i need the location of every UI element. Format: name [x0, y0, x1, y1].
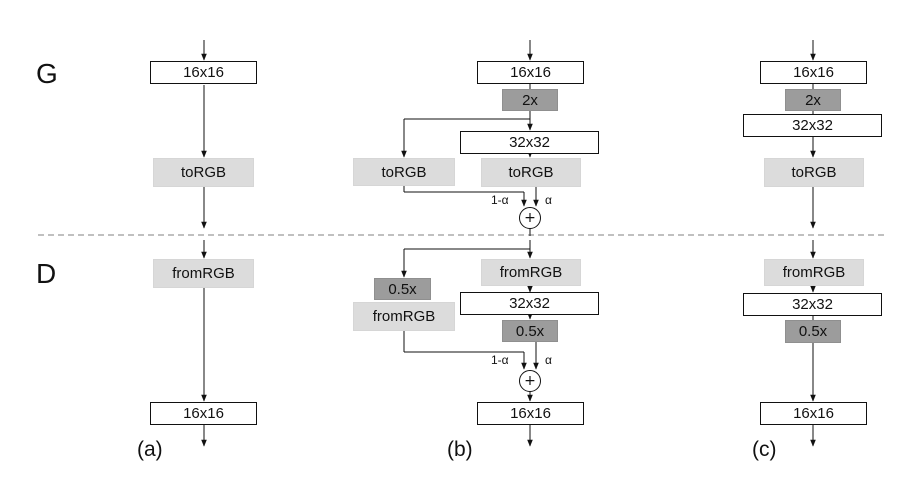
c-d-fromrgb-block: fromRGB	[764, 259, 864, 286]
a-d-16x16-block: 16x16	[150, 402, 257, 425]
b-d-fromrgb-new-block: fromRGB	[481, 259, 581, 286]
a-g-torgb-block: toRGB	[153, 158, 254, 187]
b-g-2x-upsample-block: 2x	[502, 89, 558, 111]
c-g-16x16-block: 16x16	[760, 61, 867, 84]
b-g-new-weight-label: α	[545, 193, 552, 207]
c-g-32x32-block: 32x32	[743, 114, 882, 137]
panel-b-label: (b)	[447, 438, 473, 461]
b-d-16x16-block: 16x16	[477, 402, 584, 425]
b-g-16x16-block: 16x16	[477, 61, 584, 84]
b-d-old-weight-label: 1-α	[491, 353, 509, 367]
c-g-torgb-block: toRGB	[764, 158, 864, 187]
b-d-new-weight-label: α	[545, 353, 552, 367]
b-g-32x32-block: 32x32	[460, 131, 599, 154]
b-g-torgb-new-block: toRGB	[481, 158, 581, 187]
a-g-16x16-block: 16x16	[150, 61, 257, 84]
discriminator-label: D	[36, 258, 57, 289]
b-d-0.5x-old-downsample-block: 0.5x	[374, 278, 431, 300]
panel-c-label: (c)	[752, 438, 777, 461]
b-g-torgb-old-block: toRGB	[353, 158, 455, 186]
b-d-fromrgb-old-block: fromRGB	[353, 302, 455, 331]
c-d-0.5x-downsample-block: 0.5x	[785, 320, 841, 343]
b-d-0.5x-new-downsample-block: 0.5x	[502, 320, 558, 342]
a-d-fromrgb-block: fromRGB	[153, 259, 254, 288]
c-g-2x-upsample-block: 2x	[785, 89, 841, 111]
b-g-sum-node: +	[519, 207, 541, 229]
generator-label: G	[36, 58, 58, 89]
b-d-32x32-block: 32x32	[460, 292, 599, 315]
c-d-32x32-block: 32x32	[743, 293, 882, 316]
b-d-sum-node: +	[519, 370, 541, 392]
c-d-16x16-block: 16x16	[760, 402, 867, 425]
b-g-old-weight-label: 1-α	[491, 193, 509, 207]
panel-a-label: (a)	[137, 438, 163, 461]
